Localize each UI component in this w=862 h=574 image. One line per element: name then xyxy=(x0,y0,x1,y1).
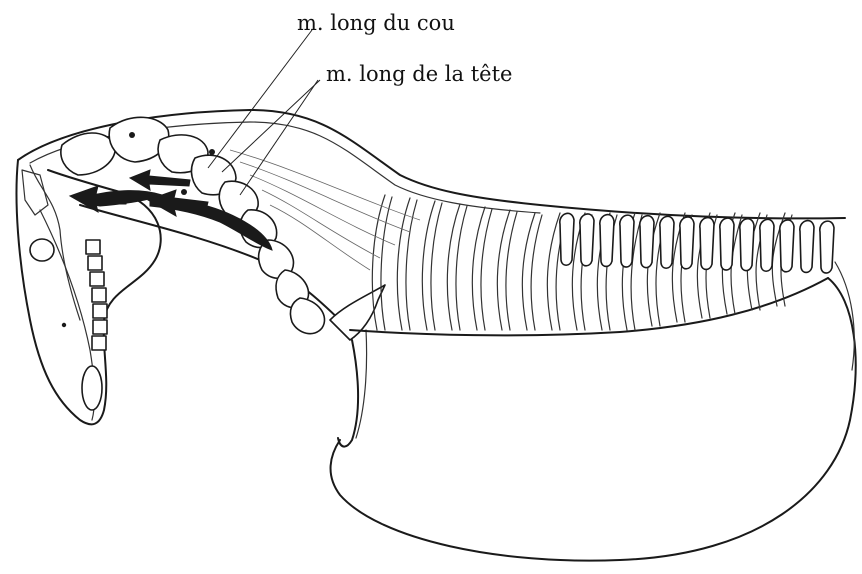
foreleg xyxy=(338,340,358,447)
spinous-processes xyxy=(560,213,834,273)
spinous-process xyxy=(560,213,574,265)
rib xyxy=(472,207,485,330)
spinous-process xyxy=(720,218,734,270)
spinous-process xyxy=(600,215,614,267)
long-head-muscle-arrow xyxy=(70,186,128,212)
teeth-row xyxy=(86,240,107,350)
rib xyxy=(397,198,410,330)
skull-dot xyxy=(62,323,66,327)
belly-outline xyxy=(331,278,856,561)
rib xyxy=(531,215,542,330)
spinous-process xyxy=(620,215,634,267)
spinous-process xyxy=(820,221,834,273)
vertebra-dot-1 xyxy=(129,132,135,138)
spinous-process xyxy=(740,219,754,271)
rib xyxy=(497,210,510,330)
eye-orbit xyxy=(30,239,54,261)
rib xyxy=(456,206,467,330)
leader-long-head-muscle-a xyxy=(222,80,320,172)
rib xyxy=(372,195,385,330)
spinous-process xyxy=(780,220,794,272)
label-long-head-muscle: m. long de la tête xyxy=(326,62,512,86)
belly-outline-inner xyxy=(835,262,854,370)
rib xyxy=(506,212,517,330)
spinous-process xyxy=(800,221,814,273)
rib xyxy=(522,213,535,330)
leader-long-neck-muscle xyxy=(208,30,312,168)
spinous-process xyxy=(680,217,694,269)
rib xyxy=(481,209,492,330)
spinous-process xyxy=(760,219,774,271)
rib xyxy=(431,203,442,330)
leader-long-head-muscle-b xyxy=(240,80,318,195)
spinous-process xyxy=(580,214,594,266)
vertebra-dot-3 xyxy=(181,189,187,195)
spinous-process xyxy=(660,216,674,268)
rib xyxy=(422,201,435,330)
rib xyxy=(447,204,460,330)
spinous-process xyxy=(640,216,654,268)
incisor xyxy=(82,366,102,410)
label-long-neck-muscle: m. long du cou xyxy=(297,11,455,35)
spinous-process xyxy=(700,218,714,270)
rib xyxy=(547,213,560,330)
vertebra-dot-2 xyxy=(209,149,215,155)
rib xyxy=(381,197,392,330)
rib xyxy=(406,200,417,330)
